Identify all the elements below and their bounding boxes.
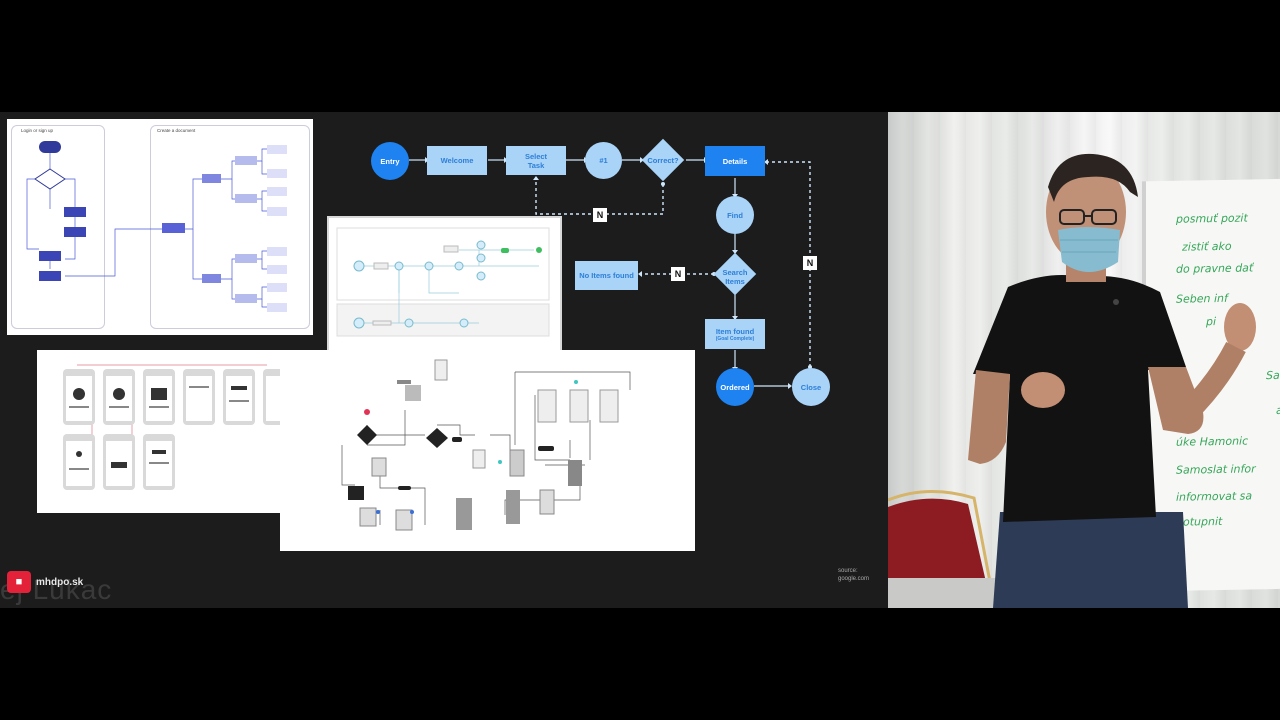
- node-entry: Entry: [371, 142, 409, 180]
- node-find-label: Find: [727, 210, 743, 220]
- node-correct-label: Correct?: [647, 155, 679, 165]
- complex-flow-drawing: [341, 359, 631, 531]
- node-welcome-label: Welcome: [440, 156, 474, 165]
- node-close: Close: [792, 368, 830, 406]
- source-credit: source: google.com: [838, 567, 869, 583]
- speaker-camera-feed: posmuť pozit zistiť ako do pravne dať Se…: [888, 112, 1280, 608]
- node-select-task-label: Select Task: [524, 151, 548, 170]
- source-label: source:: [838, 568, 858, 574]
- swimlane-connectors: [26, 141, 287, 312]
- thumbnail-process-diagram: [327, 216, 562, 352]
- logo-text: mhdpo.sk: [36, 576, 84, 588]
- no-branch-label-correct: N: [593, 208, 607, 222]
- lane-title-login: Login or sign up: [21, 128, 54, 133]
- node-no-items-found-label: No Items found: [579, 271, 634, 280]
- node-item-found-sublabel: (Goal Complete): [715, 335, 755, 342]
- thumbnail-complex-flow: [280, 350, 695, 551]
- node-step-1-label: #1: [599, 156, 608, 165]
- node-item-found: Item found (Goal Complete): [705, 319, 765, 349]
- process-diagram-drawing: [336, 227, 550, 337]
- node-select-task: Select Task: [506, 146, 566, 175]
- wireframe-screens: [63, 364, 280, 490]
- node-no-items-found: No Items found: [575, 261, 638, 290]
- node-find: Find: [716, 196, 754, 234]
- thumbnail-swimlane-flowchart: Login or sign up Create a document: [7, 119, 313, 335]
- lane-title-create: Create a document: [157, 128, 196, 133]
- lane-login: [11, 125, 105, 329]
- no-branch-label-close: N: [803, 256, 817, 270]
- node-close-label: Close: [800, 382, 822, 392]
- node-ordered-label: Ordered: [720, 382, 750, 392]
- presentation-slide: Login or sign up Create a document: [0, 112, 888, 608]
- bus-icon: ■: [7, 571, 31, 593]
- node-details-label: Details: [722, 156, 748, 166]
- node-details: Details: [705, 146, 765, 176]
- no-branch-label-search: N: [671, 267, 685, 281]
- source-value: google.com: [838, 576, 870, 582]
- node-entry-label: Entry: [380, 156, 400, 166]
- speaker-figure: [888, 153, 1256, 608]
- channel-logo: ■ mhdpo.sk: [7, 571, 83, 593]
- video-frame: Login or sign up Create a document: [0, 112, 1280, 608]
- node-ordered: Ordered: [716, 368, 754, 406]
- node-item-found-label: Item found: [715, 326, 755, 336]
- node-search-items-label: Search Items: [722, 268, 748, 286]
- thumbnail-wireframes: [37, 350, 280, 513]
- lane-create-document: [150, 125, 310, 329]
- node-step-1: #1: [585, 142, 622, 179]
- node-welcome: Welcome: [427, 146, 487, 175]
